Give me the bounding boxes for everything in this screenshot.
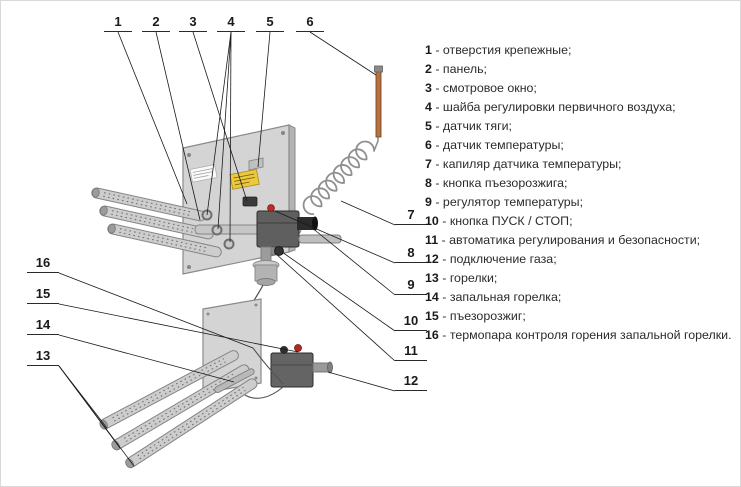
legend-item: 8 - кнопка пъезорозжига; xyxy=(425,176,568,190)
legend-item: 3 - смотровое окно; xyxy=(425,81,537,95)
callout-9: 9 xyxy=(395,277,427,295)
callout-3: 3 xyxy=(179,14,207,32)
gas-block xyxy=(270,344,333,388)
pilot-burner xyxy=(214,368,255,394)
callout-5: 5 xyxy=(256,14,284,32)
air-washers xyxy=(201,209,235,250)
legend-item: 11 - автоматика регулирования и безопасн… xyxy=(425,233,701,247)
leader-lines xyxy=(58,31,396,467)
thermocouple-wires xyxy=(244,347,284,399)
legend-item: 15 - пъезорозжиг; xyxy=(425,309,526,323)
legend-item: 4 - шайба регулировки первичного воздуха… xyxy=(425,100,676,114)
piezo-igniter xyxy=(294,344,302,352)
legend-item: 5 - датчик тяги; xyxy=(425,119,512,133)
legend-item: 9 - регулятор температуры; xyxy=(425,195,584,209)
capillary-coil xyxy=(302,140,375,215)
callout-16: 16 xyxy=(27,255,59,273)
bottom-assembly xyxy=(99,298,333,469)
legend-item: 12 - подключение газа; xyxy=(425,252,557,266)
legend-item: 13 - горелки; xyxy=(425,271,498,285)
callout-4: 4 xyxy=(217,14,245,32)
label-sticker xyxy=(189,164,218,183)
piezo-button xyxy=(267,204,275,212)
legend: 1 - отверстия крепежные; 2 - панель; 3 -… xyxy=(425,41,737,345)
callout-14: 14 xyxy=(27,317,59,335)
burner-tubes-top xyxy=(91,187,222,258)
legend-item: 7 - капиляр датчика температуры; xyxy=(425,157,622,171)
burner-tubes-bottom xyxy=(99,350,258,469)
warning-sticker xyxy=(229,168,260,190)
callout-6: 6 xyxy=(296,14,324,32)
callout-7: 7 xyxy=(395,207,427,225)
legend-item: 6 - датчик температуры; xyxy=(425,138,564,152)
callout-11: 11 xyxy=(395,343,427,361)
legend-item: 16 - термопара контроля горения запально… xyxy=(425,328,732,342)
callout-13: 13 xyxy=(27,348,59,366)
legend-item: 10 - кнопка ПУСК / СТОП; xyxy=(425,214,573,228)
outlet-pipe xyxy=(298,234,342,244)
callout-10: 10 xyxy=(395,313,427,331)
sight-window xyxy=(242,196,258,207)
legend-item: 1 - отверстия крепежные; xyxy=(425,43,572,57)
callout-12: 12 xyxy=(395,373,427,391)
legend-item: 2 - панель; xyxy=(425,62,487,76)
callout-1: 1 xyxy=(104,14,132,32)
legend-item: 14 - запальная горелка; xyxy=(425,290,562,304)
callout-2: 2 xyxy=(142,14,170,32)
gas-inlet xyxy=(312,362,330,373)
callout-8: 8 xyxy=(395,245,427,263)
block-knob xyxy=(280,346,288,354)
top-assembly xyxy=(91,65,383,316)
callout-15: 15 xyxy=(27,286,59,304)
temperature-sensor xyxy=(374,65,383,138)
start-stop-button xyxy=(274,246,284,256)
